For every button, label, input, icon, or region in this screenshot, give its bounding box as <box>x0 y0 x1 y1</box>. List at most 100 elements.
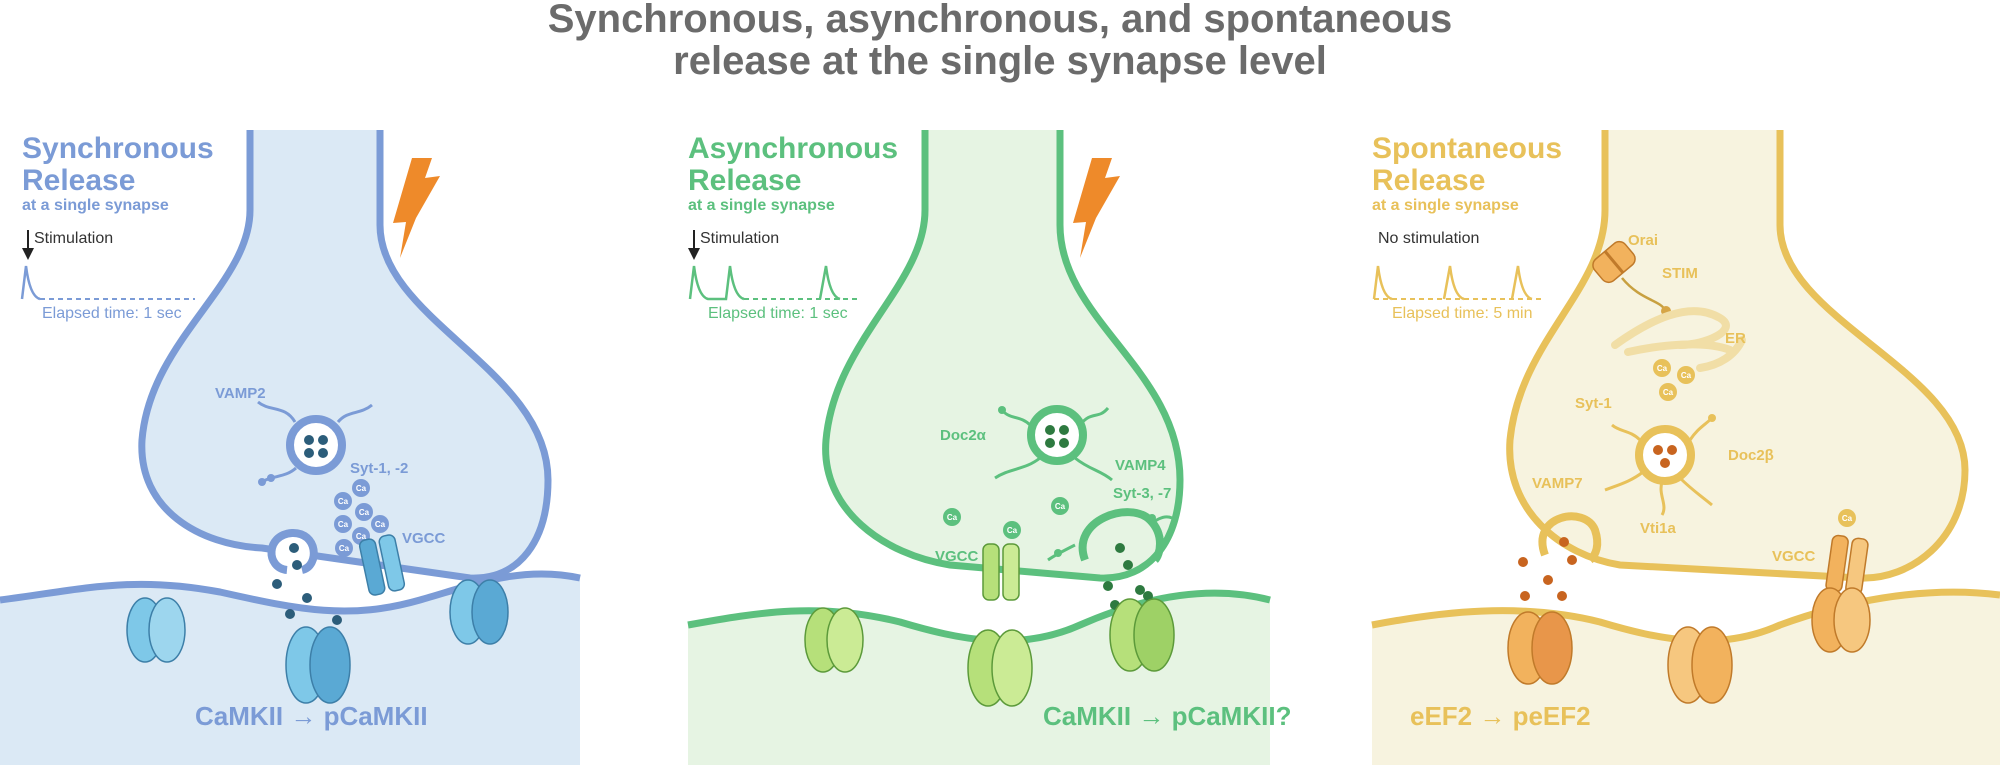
fusing-vesicle <box>1538 512 1602 564</box>
presynaptic-membrane <box>822 130 1184 582</box>
spont-er-label: ER <box>1725 330 1746 347</box>
neurotransmitter <box>272 579 282 589</box>
spont-release-trace <box>1372 265 1533 301</box>
spontaneous-panel: Spontaneous Release at a single synapse … <box>1371 130 2000 765</box>
neurotransmitter <box>1103 581 1113 591</box>
neurotransmitter <box>1045 438 1055 448</box>
sync-syt-label: Syt-1, -2 <box>350 460 408 477</box>
lightning-bolt-icon <box>393 158 440 258</box>
async-stimulation-label: Stimulation <box>700 230 779 247</box>
neurotransmitter <box>1059 438 1069 448</box>
neurotransmitter <box>1653 445 1663 455</box>
postsynaptic-receptor <box>1811 587 1871 653</box>
vamp4-protein <box>994 456 1041 480</box>
spont-vti-label: Vti1a <box>1640 520 1677 537</box>
orai-channel <box>1592 240 1636 284</box>
svg-text:Ca: Ca <box>1657 364 1668 373</box>
spont-vgcc-label: VGCC <box>1772 548 1816 565</box>
doc2-domain <box>1708 414 1716 422</box>
stimulation-arrow-icon <box>22 230 34 260</box>
vamp7-protein <box>1604 470 1644 492</box>
presynaptic-terminal <box>141 130 549 579</box>
sync-pathway-label: CaMKII → pCaMKII <box>195 701 428 731</box>
svg-text:Ca: Ca <box>947 513 958 522</box>
sync-stimulation-label: Stimulation <box>34 230 113 247</box>
syt-domain <box>267 474 275 482</box>
synaptic-vesicle <box>286 415 346 475</box>
sync-subtitle: at a single synapse <box>22 197 169 214</box>
syt-domain <box>258 478 266 486</box>
postsynaptic-receptor <box>449 579 509 645</box>
spont-pathway-label: eEF2 → peEF2 <box>1410 701 1591 731</box>
svg-text:Ca: Ca <box>339 544 350 553</box>
syt-domain <box>1148 514 1156 522</box>
postsynaptic-receptor <box>1109 598 1175 672</box>
calcium-ions: Ca Ca Ca Ca Ca Ca Ca <box>334 479 389 557</box>
neurotransmitter <box>332 615 342 625</box>
neurotransmitter <box>318 435 328 445</box>
neurotransmitter <box>1045 425 1055 435</box>
async-syt-label: Syt-3, -7 <box>1113 485 1171 502</box>
syt-protein <box>1611 423 1642 442</box>
svg-text:Ca: Ca <box>1055 502 1066 511</box>
async-subtitle: at a single synapse <box>688 197 835 214</box>
async-release-trace <box>688 265 841 301</box>
postsynaptic-receptor <box>126 597 186 663</box>
async-vamp-label: VAMP4 <box>1115 457 1166 474</box>
lightning-bolt-icon <box>1073 158 1120 258</box>
svg-text:Ca: Ca <box>356 532 367 541</box>
neurotransmitter <box>304 448 314 458</box>
postsynaptic-receptor <box>285 626 351 704</box>
async-title-line-2: Release <box>688 164 801 197</box>
async-vgcc-label: VGCC <box>935 548 979 565</box>
neurotransmitter <box>285 609 295 619</box>
svg-text:Ca: Ca <box>375 520 386 529</box>
async-doc-label: Doc2α <box>940 427 987 444</box>
neurotransmitter <box>1520 591 1530 601</box>
neurotransmitter <box>289 543 299 553</box>
spont-title-line-1: Spontaneous <box>1372 132 1562 165</box>
spont-doc-label: Doc2β <box>1728 447 1774 464</box>
spont-elapsed-time: Elapsed time: 5 min <box>1392 305 1533 322</box>
neurotransmitter <box>318 448 328 458</box>
neurotransmitter <box>302 593 312 603</box>
spont-vamp-label: VAMP7 <box>1532 475 1583 492</box>
synaptic-vesicle <box>1027 405 1087 465</box>
svg-text:Ca: Ca <box>1663 388 1674 397</box>
asynchronous-panel: Asynchronous Release at a single synapse… <box>687 130 1291 765</box>
svg-text:Ca: Ca <box>338 497 349 506</box>
svg-text:Ca: Ca <box>1681 371 1692 380</box>
calcium-ions: Ca Ca Ca Ca <box>1653 359 1856 527</box>
fusing-vesicle <box>1078 508 1164 563</box>
svg-text:Ca: Ca <box>1842 514 1853 523</box>
svg-text:Ca: Ca <box>356 484 367 493</box>
vamp4-protein <box>1074 456 1113 482</box>
neurotransmitter <box>292 560 302 570</box>
spont-syt-label: Syt-1 <box>1575 395 1612 412</box>
sync-title-line-1: Synchronous <box>22 132 214 165</box>
svg-text:Ca: Ca <box>359 508 370 517</box>
neurotransmitter <box>1518 557 1528 567</box>
vti1a-protein <box>1659 476 1713 516</box>
syt-protein <box>1149 515 1173 527</box>
svg-text:Ca: Ca <box>1007 526 1018 535</box>
neurotransmitter <box>1557 591 1567 601</box>
syt-protein <box>336 403 373 424</box>
neurotransmitter <box>1543 575 1553 585</box>
neurotransmitter <box>1135 585 1145 595</box>
synchronous-panel: Synchronous Release at a single synapse … <box>0 130 581 765</box>
sync-release-trace <box>20 265 41 301</box>
neurotransmitter <box>1059 425 1069 435</box>
neurotransmitter <box>1559 537 1569 547</box>
spont-stimulation-label: No stimulation <box>1378 230 1479 247</box>
neurotransmitter <box>1123 560 1133 570</box>
neurotransmitter <box>1660 458 1670 468</box>
neurotransmitter <box>1143 591 1153 601</box>
sync-elapsed-time: Elapsed time: 1 sec <box>42 305 182 322</box>
syt-domain <box>1054 549 1062 557</box>
spont-title-line-2: Release <box>1372 164 1485 197</box>
vamp4-protein <box>1078 406 1110 426</box>
postsynaptic-receptor <box>967 629 1033 707</box>
endoplasmic-reticulum <box>1611 307 1746 372</box>
